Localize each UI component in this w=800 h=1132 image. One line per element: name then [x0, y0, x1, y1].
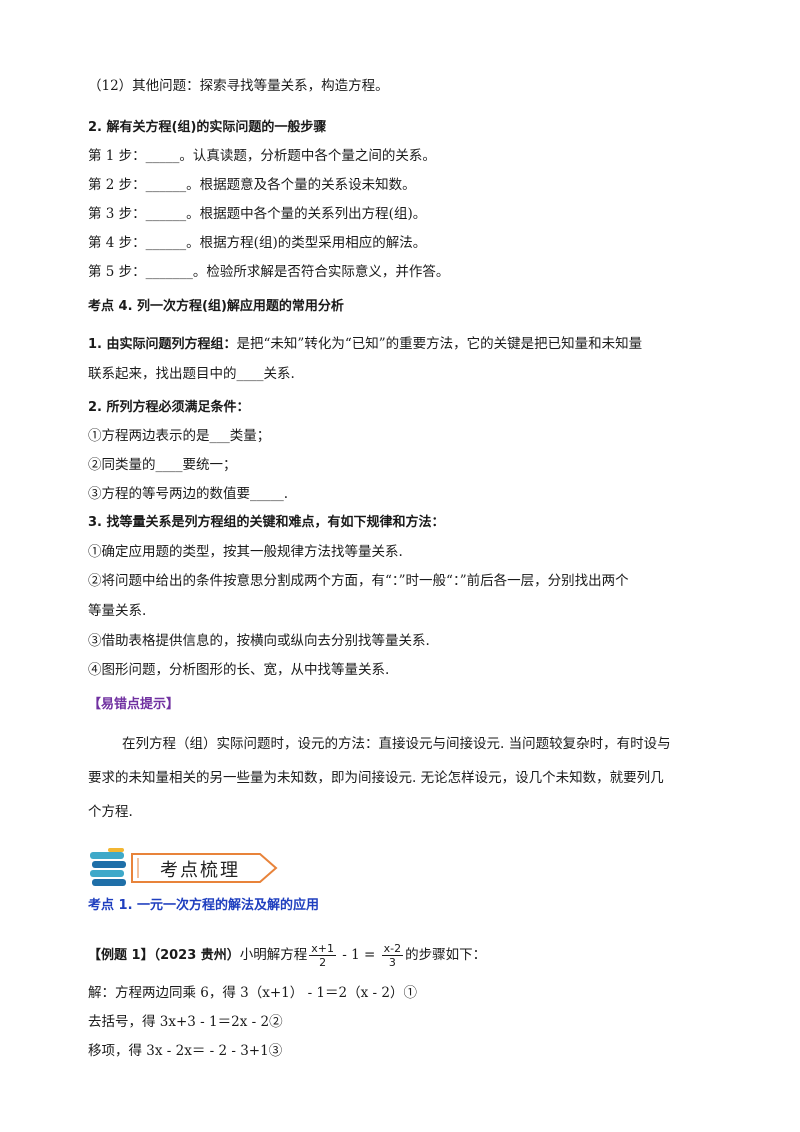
step-4: 第 4 步：______。根据方程(组)的类型采用相应的解法。	[88, 235, 427, 251]
method-3: ③借助表格提供信息的，按横向或纵向去分别找等量关系.	[88, 633, 430, 649]
point-1-line-2: 联系起来，找出题目中的____关系.	[88, 366, 295, 382]
solution-step-1: 解：方程两边同乘 6，得 3（x+1） - 1＝2（x - 2）①	[88, 985, 417, 1001]
step-3: 第 3 步：______。根据题中各个量的关系列出方程(组)。	[88, 206, 427, 222]
step-2: 第 2 步：______。根据题意及各个量的关系设未知数。	[88, 177, 416, 193]
paragraph-other-problems: （12）其他问题：探索寻找等量关系，构造方程。	[88, 78, 389, 94]
fraction-1-numerator: x+1	[309, 942, 337, 956]
banner-title: 考点梳理	[160, 860, 240, 881]
fraction-2-numerator: x-2	[381, 942, 404, 956]
kaodian-1-heading: 考点 1. 一元一次方程的解法及解的应用	[88, 898, 320, 913]
section-heading-steps: 2. 解有关方程(组)的实际问题的一般步骤	[88, 120, 327, 135]
point-1-line-1: 1. 由实际问题列方程组：是把“未知”转化为“已知”的重要方法，它的关键是把已知…	[88, 334, 642, 355]
method-2-line-2: 等量关系.	[88, 603, 147, 619]
point-1-text: 是把“未知”转化为“已知”的重要方法，它的关键是把已知量和未知量	[236, 336, 643, 352]
section-banner	[90, 848, 278, 886]
tip-line-1: 在列方程（组）实际问题时，设元的方法：直接设元与间接设元. 当问题较复杂时，有时…	[122, 736, 671, 752]
tip-line-3: 个方程.	[88, 804, 133, 820]
point-2-heading: 2. 所列方程必须满足条件：	[88, 400, 250, 415]
method-1: ①确定应用题的类型，按其一般规律方法找等量关系.	[88, 544, 403, 560]
fraction-1-denominator: 2	[319, 956, 327, 969]
condition-1: ①方程两边表示的是___类量；	[88, 428, 271, 444]
example-1-label: 【例题 1】（2023 贵州）	[88, 948, 240, 963]
fraction-2-denominator: 3	[388, 956, 396, 969]
example-1-end: 的步骤如下：	[405, 947, 487, 963]
method-2-line-1: ②将问题中给出的条件按意思分割成两个方面，有“：”时一般“：”前后各一层，分别找…	[88, 573, 629, 589]
step-1: 第 1 步：_____。认真读题，分析题中各个量之间的关系。	[88, 148, 436, 164]
tip-line-2: 要求的未知量相关的另一些量为未知数，即为间接设元. 无论怎样设元，设几个未知数，…	[88, 770, 664, 786]
condition-2: ②同类量的____要统一；	[88, 457, 237, 473]
step-5: 第 5 步：_______。检验所求解是否符合实际意义，并作答。	[88, 264, 450, 280]
solution-step-3: 移项，得 3x - 2x＝ - 2 - 3+1③	[88, 1043, 283, 1059]
condition-3: ③方程的等号两边的数值要_____.	[88, 486, 289, 502]
tip-title: 【易错点提示】	[88, 697, 180, 712]
example-1-text: 小明解方程	[239, 947, 308, 963]
point-1-title: 1. 由实际问题列方程组：	[88, 337, 237, 352]
books-stack-icon	[90, 848, 126, 886]
example-1-mid: - 1 =	[338, 947, 380, 963]
method-4: ④图形问题，分析图形的长、宽，从中找等量关系.	[88, 662, 390, 678]
solution-step-2: 去括号，得 3x+3 - 1＝2x - 2②	[88, 1014, 283, 1030]
kaodian-4-heading: 考点 4. 列一次方程(组)解应用题的常用分析	[88, 299, 344, 314]
point-3-heading: 3. 找等量关系是列方程组的关键和难点，有如下规律和方法：	[88, 515, 445, 530]
